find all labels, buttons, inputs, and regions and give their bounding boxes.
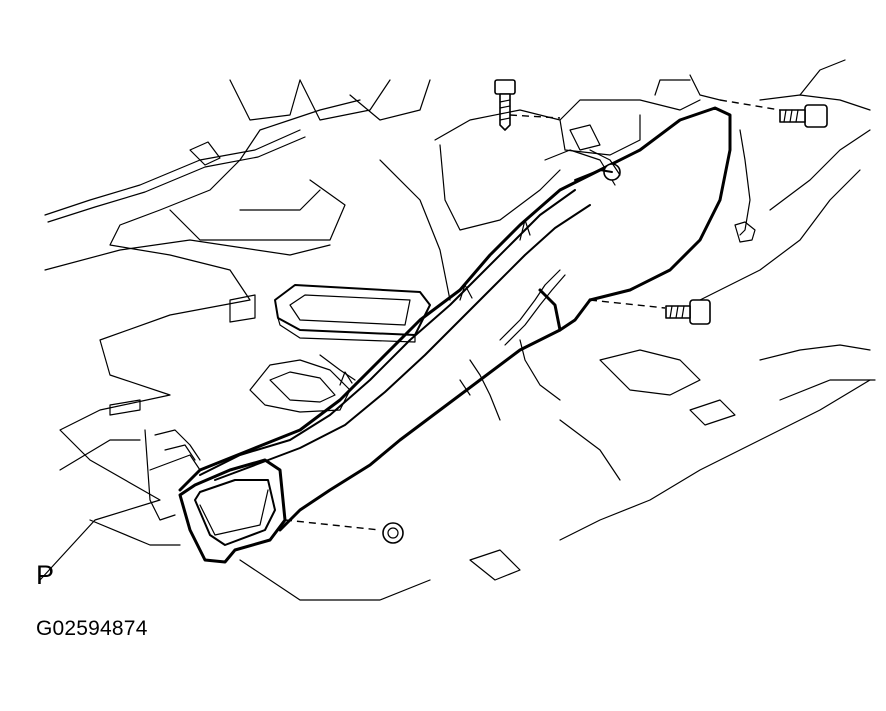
floor-tunnel <box>434 74 721 231</box>
console-box-body <box>178 106 732 532</box>
bolt-bottom-center-icon <box>382 522 404 544</box>
parking-brake-area <box>249 354 356 413</box>
bolt-bracket-icon <box>574 149 621 181</box>
bolt-top-center-icon <box>494 79 516 131</box>
figure-id-label: G02594874 <box>36 617 148 640</box>
bolt-leader-lines <box>284 99 781 531</box>
console-front-section <box>144 429 287 564</box>
wire-harness <box>459 129 756 421</box>
floor-panel-outline <box>39 59 876 601</box>
bolt-middle-right-icon <box>665 299 711 325</box>
bolt-top-right-icon <box>779 104 828 128</box>
view-label: P <box>36 560 55 590</box>
